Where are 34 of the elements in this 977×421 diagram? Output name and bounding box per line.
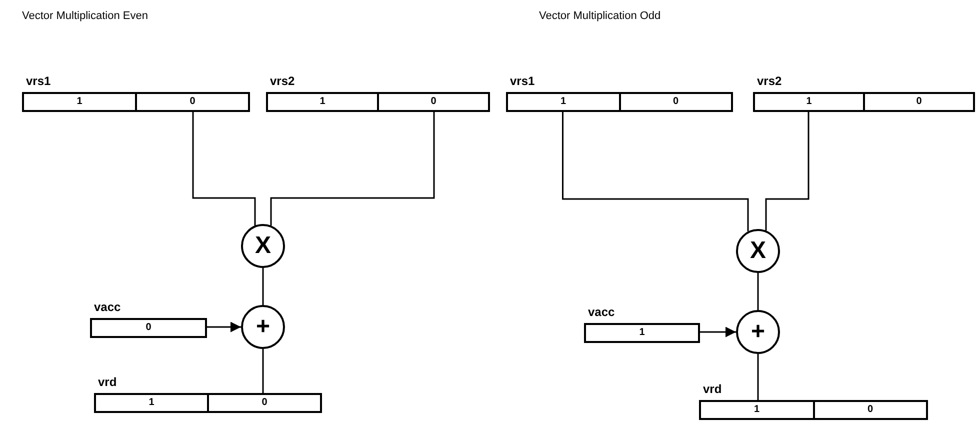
arrow [700, 326, 736, 338]
register-cell: 0 [135, 94, 248, 110]
arrow [207, 322, 241, 332]
register-name: vrs1 [26, 75, 51, 87]
panel-title: Vector Multiplication Odd [539, 11, 661, 22]
register-cell: 0 [812, 402, 926, 418]
register-cell: 1 [508, 94, 618, 110]
register-cell: 0 [863, 94, 973, 110]
register-name: vrd [703, 383, 722, 395]
connector-line [192, 112, 256, 226]
register-name: vacc [94, 301, 121, 313]
register-name: vrs1 [510, 75, 535, 87]
register-cell: 1 [701, 402, 812, 418]
register-name: vrs2 [270, 75, 295, 87]
register-box: 0 [90, 318, 207, 338]
register-box: 1 [584, 323, 700, 343]
register-cell: 1 [755, 94, 863, 110]
connector-line [270, 112, 435, 226]
register-name: vacc [588, 306, 615, 318]
connector-line [262, 268, 264, 305]
connector-line [562, 112, 749, 232]
register-cell: 0 [377, 94, 488, 110]
panel-title: Vector Multiplication Even [22, 11, 148, 22]
connector-line [757, 273, 759, 310]
register-cell: 1 [96, 395, 207, 411]
register-cell: 0 [207, 395, 320, 411]
register-cell: 0 [618, 94, 731, 110]
connector-line [262, 349, 264, 393]
register-cell: 1 [24, 94, 135, 110]
register-name: vrs2 [757, 75, 782, 87]
register-cell: 1 [268, 94, 377, 110]
register-name: vrd [98, 376, 117, 388]
connector-line [757, 354, 759, 400]
connector-line [765, 112, 810, 230]
